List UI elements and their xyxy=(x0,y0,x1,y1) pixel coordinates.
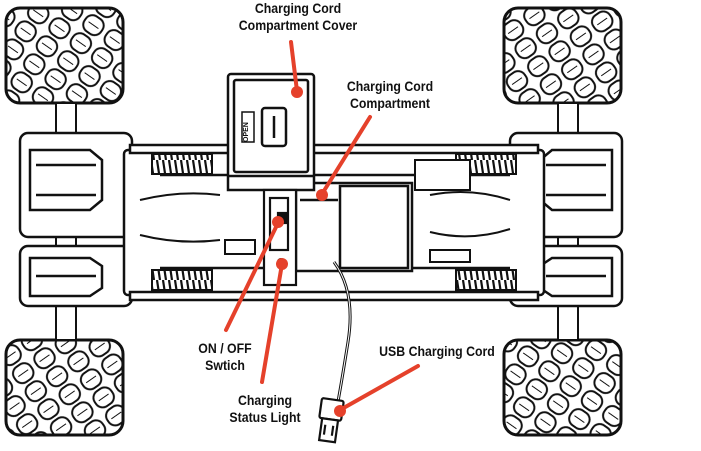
label-compartment-cover: Charging Cord Compartment Cover xyxy=(236,0,359,34)
charging-cord-compartment xyxy=(294,181,414,273)
label-compartment-line2: Compartment xyxy=(349,95,431,111)
wheel-rear-left xyxy=(4,338,125,437)
label-switch-line2: Swtich xyxy=(205,357,245,373)
label-charging-status-light: Charging Status Light xyxy=(221,392,309,426)
usb-charging-cord xyxy=(317,261,352,444)
left-suspension-arm xyxy=(18,131,134,308)
wheel-front-left xyxy=(4,6,125,105)
label-usb-charging-cord: USB Charging Cord xyxy=(371,343,503,360)
wheel-rear-right xyxy=(502,338,623,437)
label-on-off-switch: ON / OFF Swtich xyxy=(185,340,264,374)
callout-lines xyxy=(224,40,420,417)
label-cover-line2: Compartment Cover xyxy=(238,17,358,33)
label-compartment: Charging Cord Compartment xyxy=(337,78,443,112)
label-usb-line1: USB Charging Cord xyxy=(379,343,495,359)
wheel-front-right xyxy=(502,6,623,105)
label-compartment-line1: Charging Cord xyxy=(346,78,434,94)
label-cover-line1: Charging Cord xyxy=(254,0,342,16)
label-light-line1: Charging xyxy=(237,392,293,408)
chassis-details xyxy=(139,159,511,263)
label-switch-line1: ON / OFF xyxy=(198,340,252,356)
open-tag-text: OPEN xyxy=(243,122,250,142)
label-light-line2: Status Light xyxy=(229,409,301,425)
